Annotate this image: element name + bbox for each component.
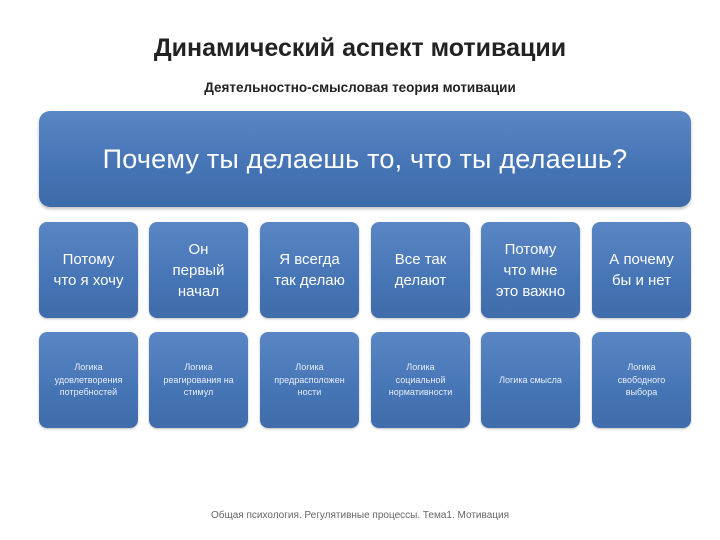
logic-text: Логика реагирования на стимул <box>163 362 234 398</box>
question-text: Почему ты делаешь то, что ты делаешь? <box>102 143 628 174</box>
logic-box: Логика свободного выбора <box>592 332 691 428</box>
logic-text: Логика предрасположен ности <box>274 362 345 398</box>
reason-text: Он первый начал <box>172 240 225 300</box>
logics-row: Логика удовлетворения потребностей Логик… <box>39 332 691 428</box>
reason-text: Я всегда так делаю <box>274 251 345 289</box>
reason-text: А почему бы и нет <box>609 251 674 289</box>
logic-text: Логика социальной нормативности <box>388 362 453 398</box>
logic-box: Логика реагирования на стимул <box>149 332 248 428</box>
logic-box: Логика социальной нормативности <box>371 332 470 428</box>
reason-box: Потому что мне это важно <box>481 222 580 318</box>
logic-text: Логика удовлетворения потребностей <box>54 362 123 398</box>
logic-box: Логика смысла <box>481 332 580 428</box>
logic-box: Логика предрасположен ности <box>260 332 359 428</box>
logic-text: Логика свободного выбора <box>617 362 666 398</box>
footer-text: Общая психология. Регулятивные процессы.… <box>211 510 509 521</box>
reasons-row: Потому что я хочу Он первый начал Я всег… <box>39 222 691 318</box>
reason-box: Я всегда так делаю <box>260 222 359 318</box>
reason-box: Он первый начал <box>149 222 248 318</box>
reason-text: Потому что я хочу <box>53 251 124 289</box>
reason-box: Потому что я хочу <box>39 222 138 318</box>
reason-text: Потому что мне это важно <box>495 240 566 300</box>
logic-box: Логика удовлетворения потребностей <box>39 332 138 428</box>
logic-text: Логика смысла <box>499 374 562 385</box>
question-box: Почему ты делаешь то, что ты делаешь? <box>39 111 691 207</box>
page-subtitle: Деятельностно-смысловая теория мотивации <box>204 80 516 95</box>
reason-text: Все так делают <box>394 251 447 289</box>
reason-box: А почему бы и нет <box>592 222 691 318</box>
page-title: Динамический аспект мотивации <box>153 34 567 62</box>
reason-box: Все так делают <box>371 222 470 318</box>
